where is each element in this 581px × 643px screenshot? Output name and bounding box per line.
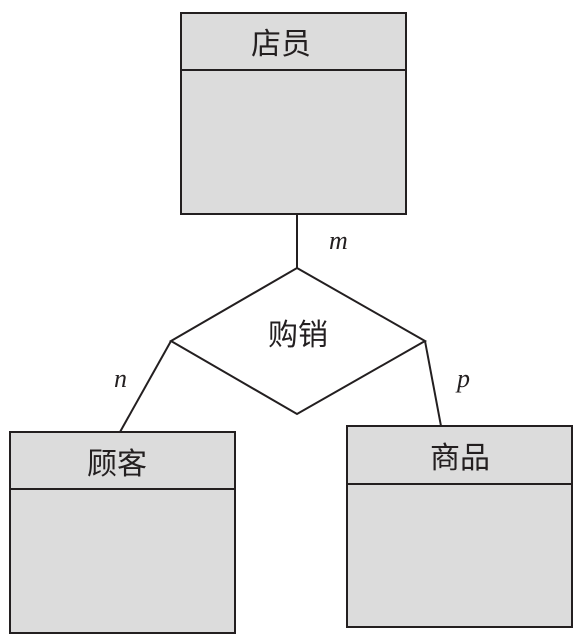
entity-customer: 顾客 [9, 431, 236, 634]
connector-customer-relationship [119, 340, 172, 433]
relationship-diamond [169, 266, 428, 416]
connector-product-relationship [424, 340, 442, 427]
relationship-purchase-sale: 购销 [169, 266, 428, 416]
entity-customer-box [9, 431, 236, 634]
entity-product-label: 商品 [430, 441, 490, 476]
cardinality-clerk: m [329, 226, 348, 255]
cardinality-product: p [455, 364, 470, 393]
entity-clerk: 店员 [180, 12, 407, 215]
entity-product-box [346, 425, 573, 628]
cardinality-customer: n [114, 364, 127, 393]
entity-clerk-label: 店员 [251, 27, 311, 62]
relationship-label: 购销 [268, 318, 328, 353]
entity-customer-label: 顾客 [87, 447, 147, 482]
entity-clerk-box [180, 12, 407, 215]
entity-product: 商品 [346, 425, 573, 628]
